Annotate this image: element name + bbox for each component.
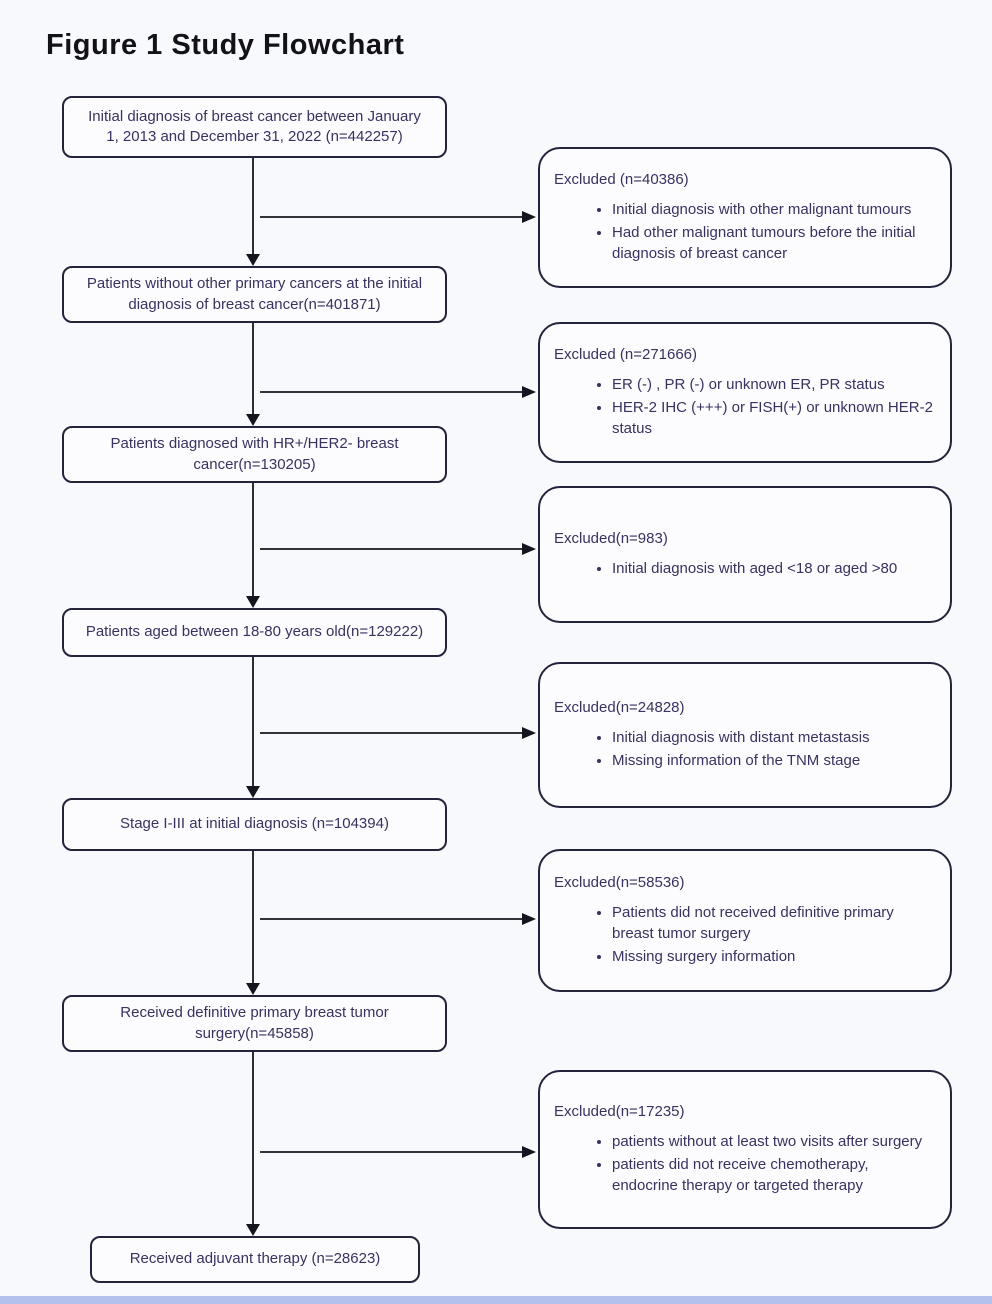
arrowhead-down-1 [246, 254, 260, 266]
excluded-box-6: Excluded(n=17235) patients without at le… [538, 1070, 952, 1229]
excluded-bullet: Missing information of the TNM stage [612, 750, 936, 771]
excluded-box-2: Excluded (n=271666) ER (-) , PR (-) or u… [538, 322, 952, 463]
excluded-box-5: Excluded(n=58536) Patients did not recei… [538, 849, 952, 992]
excluded-bullet-list: patients without at least two visits aft… [594, 1131, 936, 1198]
excluded-header: Excluded(n=17235) [554, 1103, 685, 1120]
flow-box-stage-i-iii: Stage I-III at initial diagnosis (n=1043… [62, 798, 447, 851]
excluded-box-4: Excluded(n=24828) Initial diagnosis with… [538, 662, 952, 808]
flow-box-label: Received definitive primary breast tumor… [120, 1004, 389, 1042]
arrowhead-right-3 [522, 543, 536, 555]
flow-box-aged-18-80: Patients aged between 18-80 years old(n=… [62, 608, 447, 657]
arrowhead-down-2 [246, 414, 260, 426]
bottom-edge-bar [0, 1296, 992, 1304]
excluded-bullet-list: Patients did not received definitive pri… [594, 902, 936, 969]
arrowhead-right-2 [522, 386, 536, 398]
excluded-bullet: ER (-) , PR (-) or unknown ER, PR status [612, 374, 936, 395]
excluded-bullet-list: ER (-) , PR (-) or unknown ER, PR status… [594, 374, 936, 441]
flow-box-label: Patients diagnosed with HR+/HER2- breast… [110, 435, 399, 473]
excluded-header: Excluded (n=271666) [554, 346, 698, 363]
arrowhead-down-4 [246, 786, 260, 798]
arrowhead-right-6 [522, 1146, 536, 1158]
excluded-box-1: Excluded (n=40386) Initial diagnosis wit… [538, 147, 952, 288]
excluded-bullet: Initial diagnosis with distant metastasi… [612, 727, 936, 748]
excluded-bullet: Patients did not received definitive pri… [612, 902, 936, 944]
flow-box-adjuvant-therapy: Received adjuvant therapy (n=28623) [90, 1236, 420, 1283]
flow-box-label: Stage I-III at initial diagnosis (n=1043… [120, 815, 389, 833]
arrowhead-down-3 [246, 596, 260, 608]
page-title: Figure 1 Study Flowchart [46, 29, 405, 62]
excluded-box-3: Excluded(n=983) Initial diagnosis with a… [538, 486, 952, 623]
flow-box-no-other-primary-cancers: Patients without other primary cancers a… [62, 266, 447, 323]
excluded-header: Excluded(n=58536) [554, 874, 685, 891]
flow-box-hr-positive-her2-negative: Patients diagnosed with HR+/HER2- breast… [62, 426, 447, 483]
flow-box-initial-diagnosis: Initial diagnosis of breast cancer betwe… [62, 96, 447, 158]
arrowhead-down-5 [246, 983, 260, 995]
arrowhead-right-5 [522, 913, 536, 925]
flow-box-label: Patients aged between 18-80 years old(n=… [85, 623, 424, 641]
excluded-bullet: patients did not receive chemotherapy, e… [612, 1154, 936, 1196]
excluded-bullet: Initial diagnosis with other malignant t… [612, 199, 936, 220]
excluded-bullet: Missing surgery information [612, 946, 936, 967]
arrowhead-down-6 [246, 1224, 260, 1236]
excluded-bullet: patients without at least two visits aft… [612, 1131, 936, 1152]
flow-box-label: Initial diagnosis of breast cancer betwe… [88, 107, 421, 145]
flow-box-label: Received adjuvant therapy (n=28623) [129, 1250, 381, 1268]
flow-box-label: Patients without other primary cancers a… [86, 275, 423, 313]
arrowhead-right-4 [522, 727, 536, 739]
flow-box-definitive-surgery: Received definitive primary breast tumor… [62, 995, 447, 1052]
excluded-bullet-list: Initial diagnosis with distant metastasi… [594, 727, 936, 773]
excluded-bullet-list: Initial diagnosis with other malignant t… [594, 199, 936, 266]
excluded-header: Excluded(n=24828) [554, 699, 685, 716]
arrowhead-right-1 [522, 211, 536, 223]
excluded-bullet: Had other malignant tumours before the i… [612, 222, 936, 264]
excluded-header: Excluded (n=40386) [554, 171, 689, 188]
excluded-bullet: HER-2 IHC (+++) or FISH(+) or unknown HE… [612, 397, 936, 439]
excluded-bullet-list: Initial diagnosis with aged <18 or aged … [594, 558, 936, 581]
excluded-bullet: Initial diagnosis with aged <18 or aged … [612, 558, 936, 579]
excluded-header: Excluded(n=983) [554, 530, 668, 547]
